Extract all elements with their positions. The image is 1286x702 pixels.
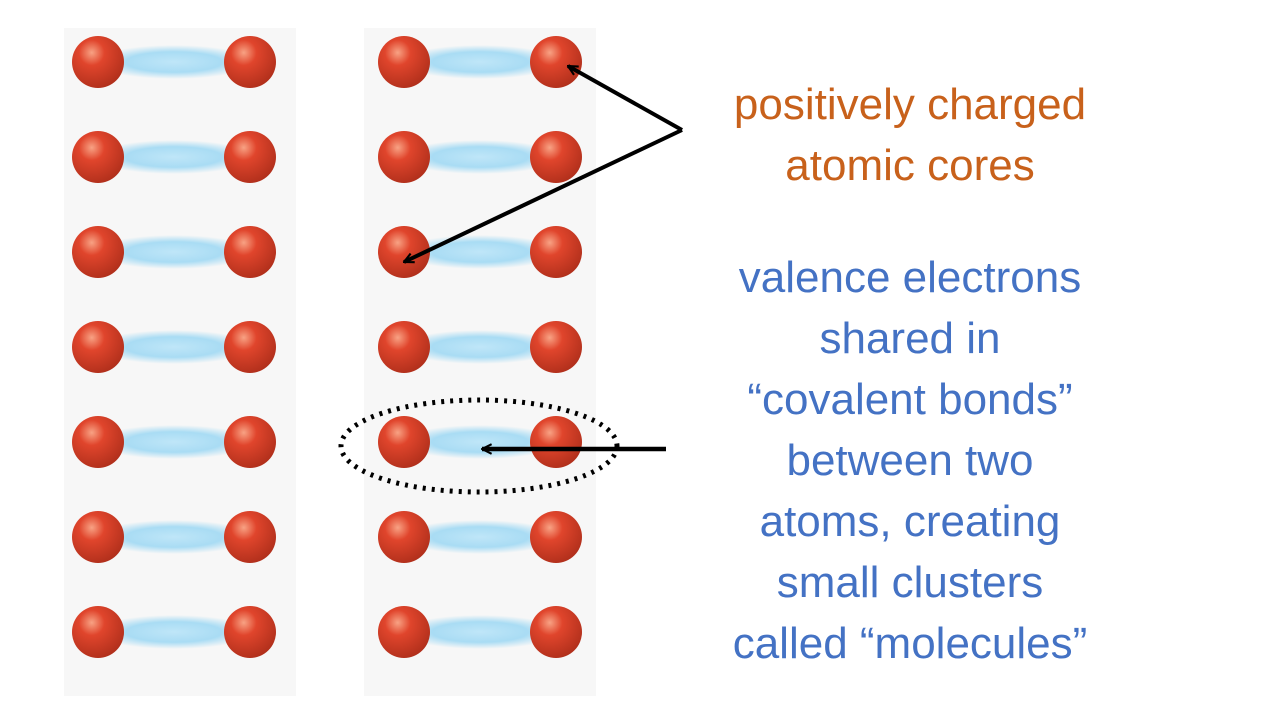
molecule [72,416,276,468]
electron-cloud [94,425,254,459]
valence-electrons-label: valence electrons shared in “covalent bo… [660,247,1160,674]
atomic-core [530,606,582,658]
electron-cloud [94,520,254,554]
atomic-core [224,36,276,88]
atomic-core [72,131,124,183]
molecule [72,321,276,373]
atomic-core [378,321,430,373]
electrons-label-line: between two [786,436,1034,485]
atomic-core [530,511,582,563]
electron-cloud [400,45,560,79]
atomic-core [224,511,276,563]
atomic-core [378,36,430,88]
atomic-core [72,226,124,278]
atomic-core [530,226,582,278]
electron-cloud [94,235,254,269]
electron-cloud [400,330,560,364]
atomic-core [224,606,276,658]
electrons-label-line: shared in [819,314,1001,363]
molecule [378,606,582,658]
atomic-core [378,131,430,183]
atomic-core [530,36,582,88]
electron-cloud [400,615,560,649]
electron-cloud [94,330,254,364]
electron-cloud [94,140,254,174]
molecule [72,131,276,183]
atomic-core [530,416,582,468]
atomic-cores-label: positively charged atomic cores [660,74,1160,196]
cores-label-line: atomic cores [785,141,1035,190]
atomic-core [224,131,276,183]
molecule [72,511,276,563]
electron-cloud [400,140,560,174]
atomic-core [530,321,582,373]
electrons-label-line: atoms, creating [759,497,1061,546]
electron-cloud [94,45,254,79]
atomic-core [72,416,124,468]
atomic-core [224,416,276,468]
molecule [378,511,582,563]
molecule [378,416,582,468]
electrons-label-line: “covalent bonds” [747,375,1073,424]
atomic-core [530,131,582,183]
electrons-label-line: valence electrons [738,253,1082,302]
atomic-core [224,321,276,373]
electron-cloud [94,615,254,649]
highlighted-molecule-outline [338,397,620,495]
atomic-core [224,226,276,278]
electrons-label-line: small clusters [776,558,1044,607]
atomic-core [72,321,124,373]
molecule [378,131,582,183]
atomic-core [378,226,430,278]
electrons-label-line: called “molecules” [732,619,1088,668]
arrow-to-third-core [404,128,683,264]
atomic-core [72,36,124,88]
atomic-core [72,511,124,563]
atomic-core [72,606,124,658]
electron-cloud [400,520,560,554]
molecule [72,226,276,278]
molecule-grid [72,36,582,658]
cores-label-line: positively charged [733,80,1087,129]
atomic-core [378,606,430,658]
arrow-to-top-core [568,64,683,132]
molecule [72,606,276,658]
molecule [72,36,276,88]
atomic-core [378,511,430,563]
molecule [378,321,582,373]
atomic-core [378,416,430,468]
